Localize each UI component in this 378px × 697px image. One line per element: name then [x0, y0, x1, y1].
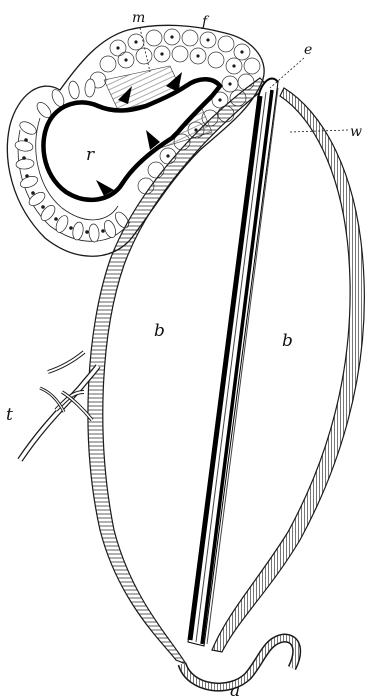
label-b-right: b [282, 331, 293, 351]
label-t: t [6, 405, 13, 425]
label-m: m [132, 10, 145, 26]
label-f: f [201, 14, 210, 30]
label-e: e [304, 42, 312, 58]
central-rod [188, 79, 278, 646]
label-w: w [350, 124, 362, 140]
label-r: r [86, 145, 95, 165]
label-b-left: b [154, 321, 165, 341]
trachea-branches-t [20, 352, 98, 460]
label-a: a [230, 681, 240, 697]
